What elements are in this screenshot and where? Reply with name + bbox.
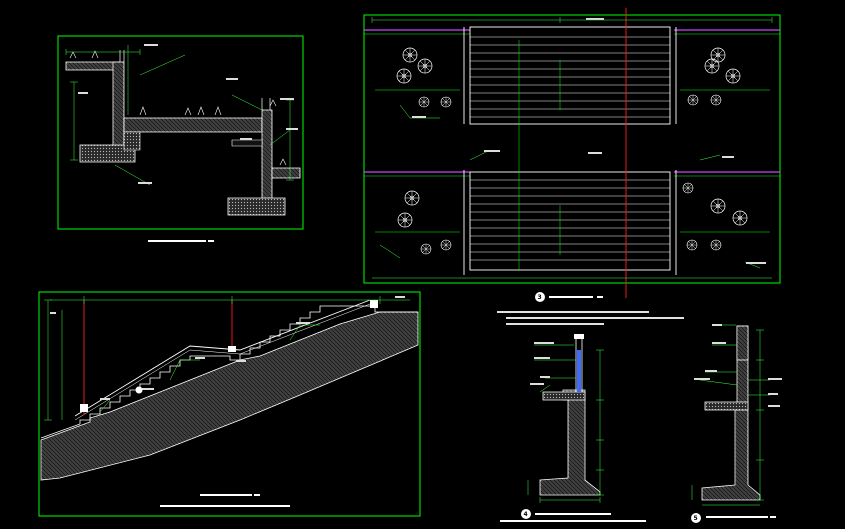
panel-note-bar [160,505,290,507]
panel-frame [38,291,421,517]
detail-5-wall [701,325,761,501]
section-top-left-panel [57,35,304,242]
stair-section-panel [38,291,421,517]
tree-symbol-icon [686,239,698,251]
section-number-icon [691,513,701,523]
label-blocks [78,44,298,184]
tree-symbol-icon [725,68,741,84]
panel-scale-block [254,494,260,496]
tree-symbol-icon [710,47,726,63]
tree-symbol-icon [440,239,452,251]
panel-title-bar [148,240,206,242]
detail-4-panel: 4 [500,334,646,522]
stair-body-hatch [40,311,419,481]
panel-title-bar [706,516,768,518]
upper-stair-treads [470,36,670,118]
section-number-icon [521,509,531,519]
detail-4-cap [574,334,584,339]
tree-symbol-icon [440,96,452,108]
panel-note-bar [500,520,646,522]
tree-symbol-icon [710,198,726,214]
wall-footing-right [227,197,286,216]
tree-symbol-icon [417,58,433,74]
panel-scale-block [597,296,603,298]
plan-centerline-green [518,40,561,270]
detail-4-dimensions [527,344,604,503]
panel-scale-block [770,516,776,518]
handrail-posts [80,300,378,412]
stair-centerlines [83,300,233,415]
tree-symbol-icon [732,210,748,226]
stair-label-blocks [50,296,405,400]
upper-stair-outline [469,26,671,125]
panel-number: 4 [524,511,528,518]
notes-lines [497,311,684,325]
panel-frame [57,35,304,230]
wall-footing-left [79,144,136,163]
detail-5-panel: 5 [691,324,782,523]
detail-4-railing [575,338,583,392]
boundary-lines [364,33,780,233]
panel-number: 3 [538,294,542,301]
tree-symbol-icon [687,94,699,106]
detail-5-label-blocks [694,324,782,407]
lower-stair-treads [470,179,670,261]
detail-4-wall [539,389,601,496]
section-number-icon [535,292,545,302]
handrail-line-lower [74,303,371,421]
detail-4-top-slab [542,391,586,401]
tree-symbol-icon [682,182,694,194]
tree-symbol-icon [710,94,722,106]
panel-number: 5 [694,515,698,522]
panel-frame [363,14,781,284]
detail-5-top-wall [736,325,749,361]
panel-title-bar [535,513,611,515]
section-number-icon [135,386,143,394]
plan-dimensions [371,17,773,279]
platform-slab [123,117,263,133]
tree-symbol-icon [710,239,722,251]
tree-symbol-icon [402,47,418,63]
plan-top-right-panel: 3 [363,8,781,302]
lower-stair-outline [469,171,671,271]
lower-slab [271,167,301,179]
detail-4-glass-panel [577,350,581,392]
purple-edge-lines [364,29,780,173]
railing-line [119,50,271,110]
panel-title-bar [200,494,252,496]
side-ledge [231,139,263,147]
stair-side-walls [463,27,677,275]
detail-5-ledge [704,401,749,411]
stair-dimensions [44,296,410,421]
plan-label-blocks [412,18,766,264]
tree-symbol-icon [396,68,412,84]
retaining-wall-right [261,109,273,201]
upper-ground-slab [65,61,121,71]
tree-symbol-icon [418,96,430,108]
panel-title-bar [549,296,593,298]
tree-symbol-icon [420,243,432,255]
tree-symbol-icon [397,212,413,228]
platform-subbase [123,131,141,151]
plan-leaders [379,104,761,269]
detail-5-dimensions [691,324,770,506]
retaining-wall-left [112,61,125,151]
detail-4-label-blocks [530,342,554,385]
tree-symbol-icon [704,58,720,74]
tree-symbol-icon [404,190,420,206]
panel-scale-block [208,240,214,242]
